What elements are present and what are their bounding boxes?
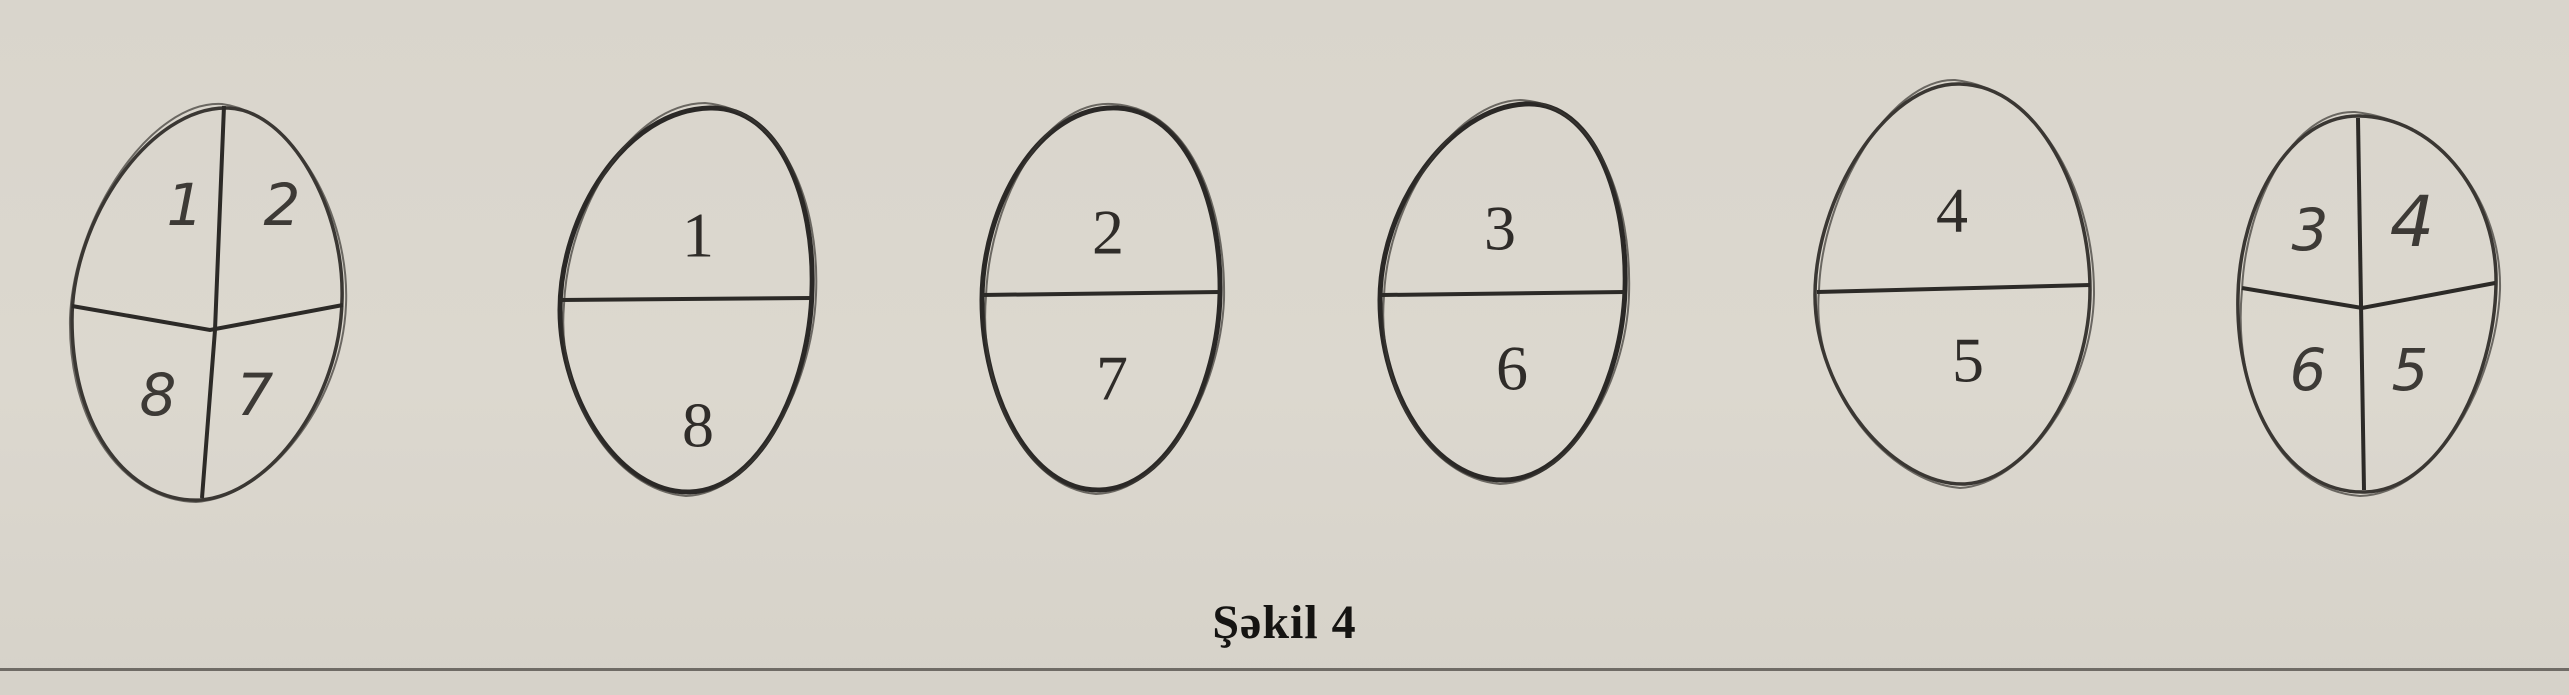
oval-6-outline <box>2236 114 2498 494</box>
oval-1-horizontal-divider <box>71 303 344 333</box>
oval-1-quadrants: 1 2 8 7 <box>68 102 348 503</box>
oval-1-outline <box>70 106 344 502</box>
oval-2-horizontal-divider <box>559 296 813 302</box>
oval-4-outline <box>1377 101 1628 483</box>
oval-5-label-bottom: 5 <box>1952 325 1984 396</box>
oval-5-outline-trace <box>1817 78 2096 489</box>
oval-2-outline <box>557 105 815 495</box>
oval-4-outline-trace <box>1382 99 1631 485</box>
oval-2-halves: 1 8 <box>557 102 818 497</box>
oval-5-label-top: 4 <box>1936 175 1968 246</box>
oval-3-horizontal-divider <box>981 290 1221 297</box>
oval-6-outline-trace <box>2239 110 2502 497</box>
oval-5-horizontal-divider <box>1816 283 2091 294</box>
oval-6-horizontal-divider <box>2241 281 2496 311</box>
oval-2-label-bottom: 8 <box>682 390 714 461</box>
oval-6-label-bottom-right: 5 <box>2392 336 2429 404</box>
oval-4-halves: 3 6 <box>1377 99 1631 485</box>
oval-1-vertical-divider <box>200 105 226 499</box>
oval-6-label-top-right: 4 <box>2390 181 2435 263</box>
figure-caption: Şəkil 4 <box>1212 596 1357 649</box>
oval-6-vertical-divider <box>2356 117 2366 491</box>
oval-1-outline-trace <box>68 102 348 503</box>
page-divider <box>0 668 2569 671</box>
oval-3-label-bottom: 7 <box>1096 343 1128 414</box>
oval-3-halves: 2 7 <box>979 102 1226 495</box>
oval-3-label-top: 2 <box>1092 197 1124 268</box>
oval-2-label-top: 1 <box>682 200 714 271</box>
oval-1-label-top-right: 2 <box>264 171 301 239</box>
oval-1-label-bottom-left: 8 <box>140 361 177 429</box>
oval-5-outline <box>1813 82 2092 486</box>
oval-5-halves: 4 5 <box>1813 78 2096 489</box>
oval-4-label-bottom: 6 <box>1496 333 1528 404</box>
oval-3-outline-trace <box>984 102 1226 495</box>
oval-2-outline-trace <box>562 102 818 497</box>
oval-6-label-bottom-left: 6 <box>2290 336 2327 404</box>
oval-6-label-top-left: 3 <box>2292 196 2329 264</box>
oval-4-horizontal-divider <box>1381 290 1626 297</box>
oval-3-outline <box>979 105 1223 493</box>
oval-1-label-top-left: 1 <box>167 171 204 239</box>
oval-4-label-top: 3 <box>1484 193 1516 264</box>
oval-6-quadrants: 3 4 6 5 <box>2236 110 2502 497</box>
oval-1-label-bottom-right: 7 <box>237 361 274 429</box>
